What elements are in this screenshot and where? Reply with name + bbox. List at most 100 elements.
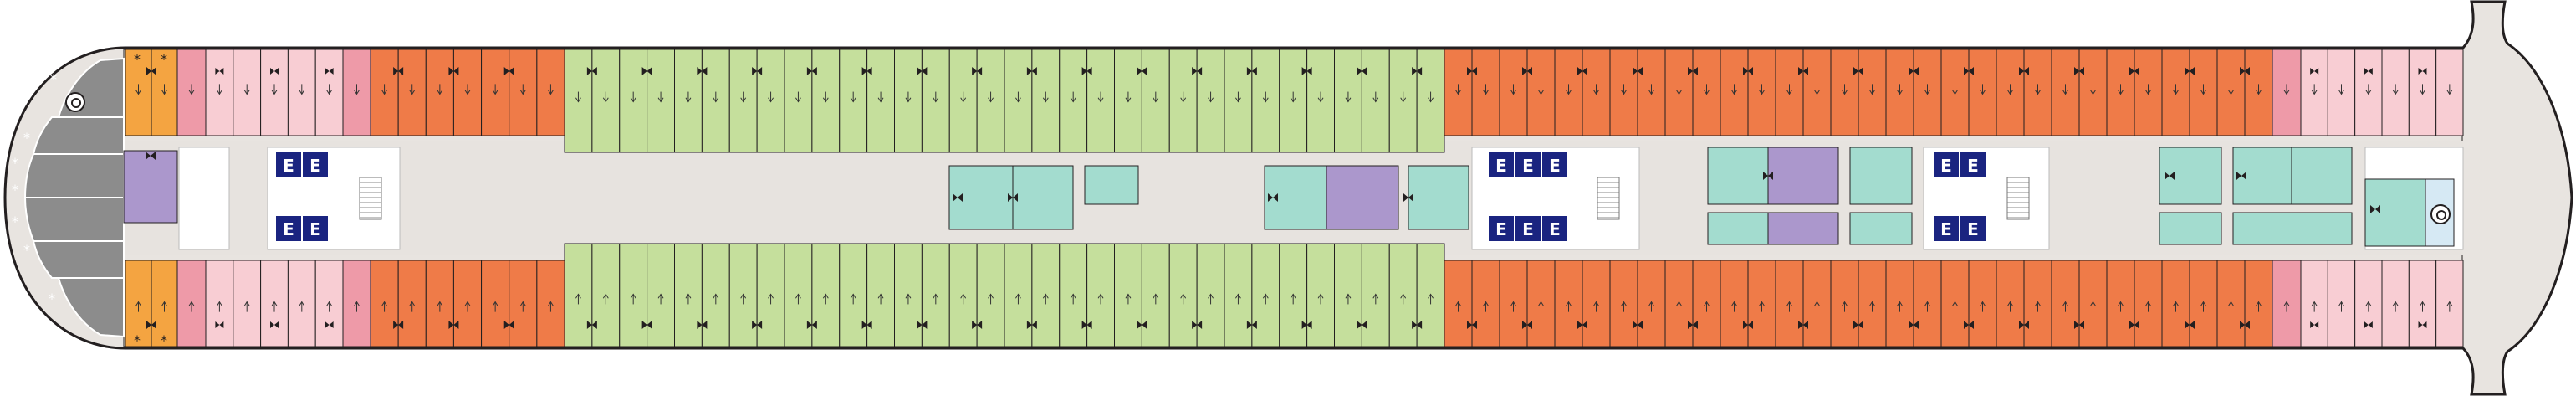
door-arrow-head — [2283, 301, 2290, 306]
wheelchair-wheel — [71, 98, 81, 108]
connecting-door-icon — [1412, 67, 1423, 75]
connecting-door-icon — [2129, 67, 2139, 75]
door-arrow-head — [713, 97, 719, 103]
door-arrow-head — [271, 90, 278, 95]
cabin-symbols: ************ — [12, 51, 2453, 348]
sofa-bed-icon — [325, 68, 334, 75]
elevator-letter: E — [1549, 156, 1561, 176]
elevator-car — [1515, 216, 1541, 241]
door-arrow-head — [602, 97, 609, 103]
door-arrow-head — [492, 301, 498, 306]
connecting-door-icon — [448, 67, 459, 75]
inside-cabin — [2291, 147, 2353, 205]
connecting-door-icon — [1467, 321, 1477, 329]
sofa-bed-icon — [2418, 321, 2427, 328]
connecting-door-icon — [1522, 321, 1532, 329]
suite-star: * — [49, 291, 55, 306]
connecting-door-icon — [1633, 321, 1643, 329]
door-arrow-head — [243, 90, 250, 95]
door-arrow-head — [685, 293, 692, 299]
connecting-door-icon — [1688, 321, 1698, 329]
connecting-door-icon — [1246, 67, 1257, 75]
connecting-door-icon — [861, 321, 872, 329]
elevator-car — [1489, 216, 1514, 241]
connecting-door-icon — [697, 67, 708, 75]
suite-star: * — [12, 182, 18, 198]
door-arrow-head — [1483, 301, 1489, 306]
inside-cabin — [1326, 165, 1399, 230]
aft-suite — [57, 277, 125, 338]
sofa-bed-icon — [270, 68, 279, 75]
door-arrow-head — [1125, 293, 1132, 299]
door-arrow-head — [1483, 90, 1489, 95]
door-arrow-head — [2311, 301, 2318, 306]
connecting-door-icon — [2074, 67, 2084, 75]
door-arrow-head — [519, 301, 526, 306]
elevator-car — [1542, 152, 1567, 177]
door-arrow-head — [1566, 301, 1572, 306]
connecting-door-icon — [1467, 67, 1477, 75]
connecting-door-icon — [1853, 67, 1863, 75]
connecting-door-icon — [1522, 67, 1532, 75]
door-arrow-head — [1759, 301, 1765, 306]
door-arrow-head — [1400, 97, 1407, 103]
cabin-blocks — [23, 49, 2464, 347]
door-arrow-head — [464, 90, 471, 95]
connecting-door-icon — [1798, 321, 1808, 329]
connecting-door-icon — [2185, 321, 2195, 329]
door-arrow-head — [822, 97, 829, 103]
door-arrow-head — [1208, 293, 1214, 299]
door-arrow-head — [1345, 293, 1352, 299]
connecting-door-icon — [1008, 193, 1018, 202]
door-arrow-head — [2228, 301, 2234, 306]
door-arrow-head — [1980, 301, 1986, 306]
elevator-letter: E — [1967, 156, 1979, 176]
door-arrow-head — [768, 293, 774, 299]
elevator-letter: E — [1522, 219, 1534, 239]
door-arrow-head — [2228, 90, 2234, 95]
connecting-door-icon — [1081, 67, 1092, 75]
connecting-door-icon — [586, 321, 597, 329]
connecting-door-icon — [1357, 67, 1367, 75]
door-arrow-head — [2007, 90, 2013, 95]
inside-cabin — [1707, 147, 1769, 205]
door-arrow-head — [2035, 90, 2041, 95]
door-arrow-head — [2062, 90, 2068, 95]
connecting-door-icon — [2370, 205, 2380, 213]
cabin-top — [839, 49, 868, 153]
door-arrow-head — [575, 293, 581, 299]
door-arrow-head — [216, 90, 222, 95]
aft-suite — [32, 116, 125, 155]
door-arrow-head — [464, 301, 471, 306]
door-arrow-head — [161, 90, 167, 95]
sofa-bed-icon — [2364, 68, 2373, 75]
door-arrow-head — [1924, 90, 1930, 95]
door-arrow-head — [657, 293, 664, 299]
connecting-door-icon — [1688, 67, 1698, 75]
door-arrow-head — [657, 97, 664, 103]
door-arrow-head — [933, 293, 939, 299]
door-arrow-head — [2062, 301, 2068, 306]
suite-star: * — [23, 130, 30, 146]
door-arrow-head — [960, 293, 967, 299]
connecting-door-icon — [2236, 172, 2246, 180]
door-arrow-head — [1952, 301, 1958, 306]
suite-star: * — [33, 314, 40, 330]
connecting-door-icon — [752, 67, 763, 75]
door-arrow-head — [326, 301, 333, 306]
door-arrow-head — [1786, 90, 1792, 95]
connecting-door-icon — [1909, 321, 1919, 329]
door-arrow-head — [2420, 301, 2425, 306]
door-arrow-head — [1759, 90, 1765, 95]
door-arrow-head — [850, 97, 856, 103]
cabin-top — [1747, 49, 1776, 136]
elevator-car — [303, 152, 328, 177]
accessible-star: * — [161, 332, 167, 348]
door-arrow-head — [243, 301, 250, 306]
aft-suite — [23, 197, 125, 242]
door-arrow-head — [575, 97, 581, 103]
elevator-letter: E — [1549, 219, 1561, 239]
door-arrow-head — [1676, 90, 1682, 95]
door-arrow-head — [1869, 90, 1875, 95]
elevator-letter: E — [1940, 219, 1952, 239]
